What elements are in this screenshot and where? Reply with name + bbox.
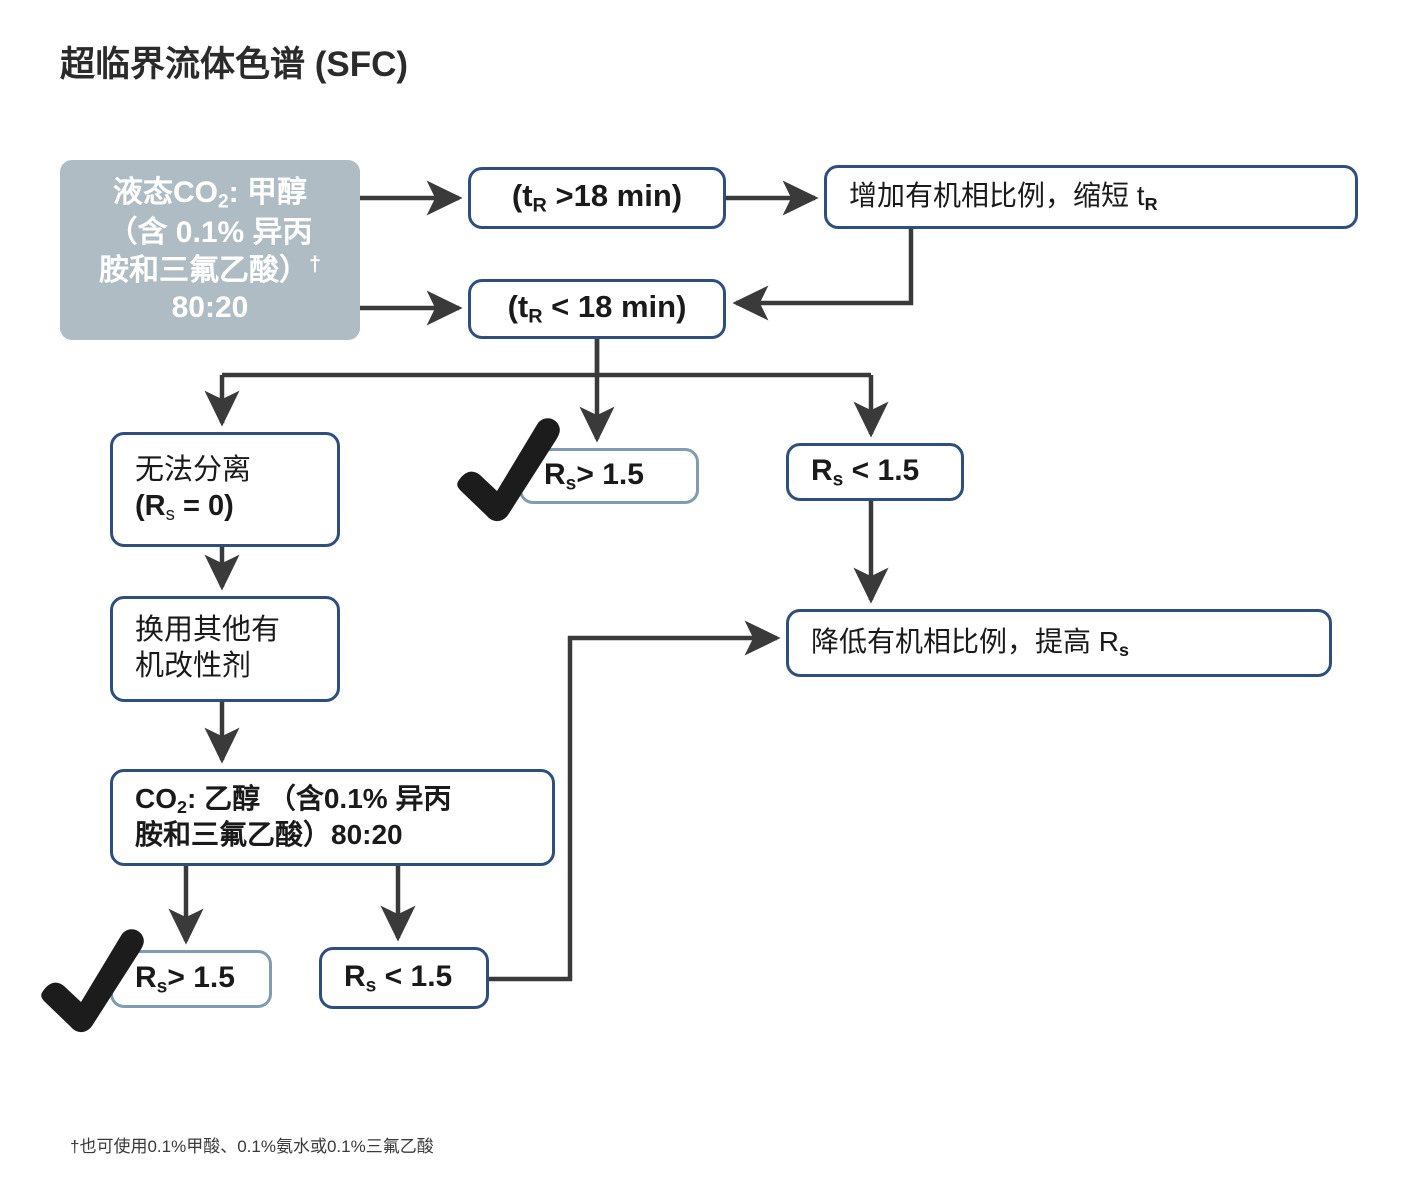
rs-lt-bottom-b: < 1.5	[376, 959, 453, 993]
start-line1-a: 液态CO	[113, 175, 218, 209]
no-separation-line2-sub: s	[165, 503, 175, 525]
start-line3-a: 胺和三氟乙酸）	[98, 254, 309, 288]
edge-increase-to-tr-lt	[732, 229, 914, 321]
node-no-separation-text: 无法分离 (Rs = 0)	[113, 453, 337, 525]
node-increase-organic[interactable]: 增加有机相比例，缩短 tR	[824, 165, 1358, 229]
tr-gt-b: >18 min)	[546, 178, 683, 214]
rs-gt-top-a: R	[544, 457, 566, 491]
node-switch-modifier-text: 换用其他有 机改性剂	[113, 613, 337, 685]
node-tr-greater-18[interactable]: (tR >18 min)	[468, 167, 726, 229]
node-rs-greater-1-5-bottom[interactable]: Rs> 1.5	[110, 950, 272, 1008]
rs-gt-bottom-sub: s	[156, 976, 168, 998]
no-separation-line1: 无法分离	[135, 454, 252, 487]
rs-lt-bottom-sub: s	[365, 975, 377, 997]
rs-gt-top-sub: s	[565, 473, 577, 495]
tr-lt-sub: R	[528, 305, 543, 328]
node-rs-lt-top-text: Rs < 1.5	[789, 452, 961, 492]
start-line1-sub: 2	[218, 190, 229, 212]
node-rs-lt-bottom-text: Rs < 1.5	[322, 958, 486, 998]
co2-eth-line2: 胺和三氟乙酸）80:20	[135, 819, 403, 851]
node-start-text: 液态CO2: 甲醇 （含 0.1% 异丙 胺和三氟乙酸）† 80:20	[60, 174, 360, 327]
rs-gt-bottom-b: > 1.5	[167, 960, 235, 994]
footnote: †也可使用0.1%甲酸、0.1%氨水或0.1%三氟乙酸	[70, 1137, 434, 1156]
rs-lt-top-a: R	[811, 453, 833, 487]
tr-lt-b: < 18 min)	[542, 289, 687, 325]
node-no-separation[interactable]: 无法分离 (Rs = 0)	[110, 432, 340, 547]
node-tr-gt-text: (tR >18 min)	[471, 177, 723, 218]
increase-sub: R	[1144, 193, 1158, 214]
edge-rs-lt-bottom-to-lower	[489, 620, 781, 982]
node-rs-less-1-5-bottom[interactable]: Rs < 1.5	[319, 947, 489, 1009]
co2-eth-line1-sub: 2	[177, 797, 187, 818]
start-line4: 80:20	[171, 291, 249, 325]
switch-line2: 机改性剂	[135, 650, 252, 682]
node-increase-text: 增加有机相比例，缩短 tR	[827, 179, 1355, 215]
lower-a: 降低有机相比例，提高 R	[811, 625, 1120, 657]
node-tr-lt-text: (tR < 18 min)	[471, 288, 723, 329]
no-separation-line2-b: = 0)	[174, 490, 234, 523]
node-co2-ethanol[interactable]: CO2: 乙醇 （含0.1% 异丙 胺和三氟乙酸）80:20	[110, 769, 555, 866]
lower-sub: s	[1119, 639, 1129, 660]
switch-line1: 换用其他有	[135, 614, 281, 647]
co2-eth-line1-b: : 乙醇 （含0.1% 异丙	[186, 783, 452, 815]
tr-gt-sub: R	[532, 194, 547, 217]
node-start-mobile-phase[interactable]: 液态CO2: 甲醇 （含 0.1% 异丙 胺和三氟乙酸）† 80:20	[60, 160, 360, 340]
node-rs-greater-1-5-top[interactable]: Rs> 1.5	[519, 448, 699, 504]
node-tr-less-18[interactable]: (tR < 18 min)	[468, 279, 726, 339]
rs-gt-top-b: > 1.5	[576, 457, 644, 491]
rs-lt-top-sub: s	[832, 469, 844, 491]
rs-lt-top-b: < 1.5	[843, 453, 920, 487]
node-rs-gt-bottom-text: Rs> 1.5	[113, 959, 269, 999]
tr-lt-a: (t	[507, 289, 529, 325]
start-dagger: †	[308, 250, 321, 276]
no-separation-line2-a: (R	[135, 490, 166, 523]
node-rs-gt-top-text: Rs> 1.5	[522, 456, 696, 496]
page-title: 超临界流体色谱 (SFC)	[60, 45, 409, 84]
node-switch-modifier[interactable]: 换用其他有 机改性剂	[110, 596, 340, 702]
rs-lt-bottom-a: R	[344, 959, 366, 993]
co2-eth-line1-a: CO	[135, 783, 177, 815]
node-rs-less-1-5-top[interactable]: Rs < 1.5	[786, 443, 964, 501]
node-lower-organic[interactable]: 降低有机相比例，提高 Rs	[786, 609, 1332, 677]
increase-a: 增加有机相比例，缩短 t	[849, 179, 1145, 211]
rs-gt-bottom-a: R	[135, 960, 157, 994]
node-co2-ethanol-text: CO2: 乙醇 （含0.1% 异丙 胺和三氟乙酸）80:20	[113, 782, 552, 853]
node-lower-text: 降低有机相比例，提高 Rs	[789, 625, 1329, 661]
start-line2: （含 0.1% 异丙	[107, 215, 313, 249]
tr-gt-a: (t	[511, 178, 533, 214]
start-line1-b: : 甲醇	[228, 175, 307, 209]
